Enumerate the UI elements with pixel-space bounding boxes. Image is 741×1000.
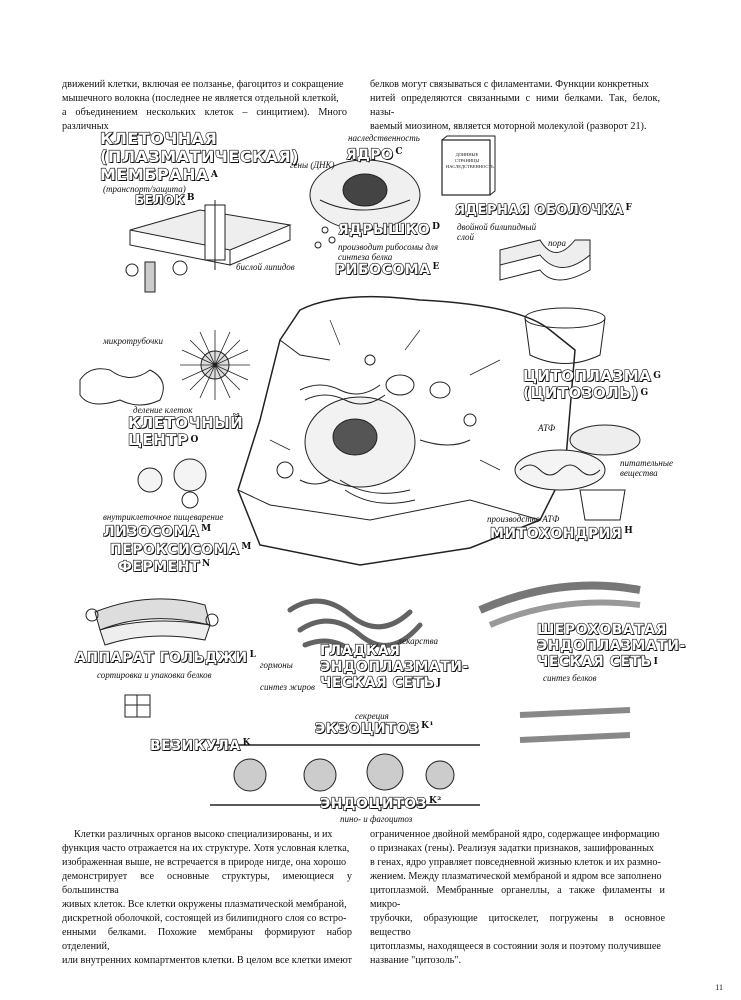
nutrients-note: питательные вещества <box>620 458 673 478</box>
smooth-er-drawing <box>287 598 423 653</box>
book-drawing <box>441 135 496 196</box>
text-line: или внутренних компартментов клетки. В ц… <box>62 955 352 966</box>
cell-division-note: деление клеток <box>133 405 193 415</box>
nuclear-envelope-note: двойной билипидный слой <box>457 222 537 242</box>
text-line: дискретной оболочкой, состоящей из билип… <box>62 913 347 924</box>
membrane-note: (транспорт/защита) <box>103 184 186 194</box>
rough-er-line: ШЕРОХОВАТАЯ <box>536 621 667 638</box>
heredity-note: наследственность <box>348 133 420 143</box>
central-cell-drawing <box>237 295 576 566</box>
lysosome-drawing <box>137 458 207 509</box>
text-line: жением. Между плазматической мембраной и… <box>370 871 662 882</box>
page-number: 11 <box>715 983 723 992</box>
pino-note: пино- и фагоцитоз <box>340 814 413 824</box>
pore-note: пора <box>548 238 566 248</box>
golgi-note: сортировка и упаковка белков <box>97 670 212 680</box>
text-line: движений клетки, включая ее ползанье, фа… <box>62 79 344 90</box>
fat-synthesis-note: синтез жиров <box>260 682 315 692</box>
rough-er-line: ЭНДОПЛАЗМАТИ- <box>536 637 686 654</box>
drugs-note: лекарства <box>398 636 438 646</box>
text-line: изображенная выше, не встречается в прир… <box>62 857 347 868</box>
text-line: цитоплазмой. Мембранные органеллы, а так… <box>370 885 665 910</box>
golgi-drawing <box>85 598 219 718</box>
text-line: а объединением нескольких клеток – синци… <box>62 107 347 132</box>
nuclear-envelope-drawing <box>499 239 591 281</box>
secretion-note: секреция <box>355 711 389 721</box>
text-line: демонстрирует все основные структуры, им… <box>62 871 352 896</box>
text-line: ваемый миозином, является моторной молек… <box>370 121 647 132</box>
mitochondria-drawing <box>514 424 641 521</box>
text-line: трубочки, образующие цитоскелет, погруже… <box>370 913 665 938</box>
text-line: функция часто отражается на их структуре… <box>62 843 350 854</box>
book-text: ДЛИННЫЕ СТРАНИЦЫ НАСЛЕДСТВЕННОСТЬ <box>446 152 494 170</box>
nucleus-drawing <box>309 159 421 249</box>
atp-note: АТФ <box>538 423 556 433</box>
digestion-note: внутриклеточное пищеварение <box>103 512 224 522</box>
membrane-line: КЛЕТОЧНАЯ <box>99 129 218 148</box>
top-text-right: белков могут связываться с филаментами. … <box>370 78 660 134</box>
text-line: енными белками. Похожие мембраны формиру… <box>62 927 352 952</box>
membrane-line: (ПЛАЗМАТИЧЕСКАЯ) <box>99 147 300 166</box>
text-line: цитоплазмы, находящееся в состоянии золя… <box>370 941 661 952</box>
hormones-note: гормоны <box>260 660 293 670</box>
nucleolus-note: производит рибосомы для синтеза белка <box>338 242 439 262</box>
rough-er-drawing <box>478 581 641 743</box>
cytoplasm-line: (ЦИТОЗОЛЬ)G <box>522 384 649 402</box>
book-line: ДЛИННЫЕ <box>455 152 479 157</box>
top-text-left: движений клетки, включая ее ползанье, фа… <box>62 78 347 134</box>
text-line: нитей определяются связанными с ними бел… <box>370 93 660 118</box>
bottom-text-left: Клетки различных органов высоко специали… <box>62 828 352 968</box>
centrosome-drawing <box>79 330 250 406</box>
text-line: название "цитозоль". <box>370 955 462 966</box>
bottom-text-right: ограниченное двойной мембраной ядро, сод… <box>370 828 665 968</box>
text-line: в генах, ядро управляет повседневной жиз… <box>370 857 661 868</box>
text-line: белков могут связываться с филаментами. … <box>370 79 649 90</box>
smooth-er-line: ГЛАДКАЯ <box>319 642 401 659</box>
text-line: ограниченное двойной мембраной ядро, сод… <box>370 829 660 840</box>
text-line: Клетки различных органов высоко специали… <box>74 829 333 840</box>
cytoplasm-drawing <box>524 307 606 364</box>
protein-synthesis-note: синтез белков <box>543 673 597 683</box>
microtubules-note: микротрубочки <box>103 336 164 346</box>
text-line: о признаках (гены). Реализуя задатки при… <box>370 843 655 854</box>
membrane-drawing <box>125 200 292 293</box>
smooth-er-line: ЭНДОПЛАЗМАТИ- <box>319 658 469 675</box>
text-line: живых клеток. Все клетки окружены плазма… <box>62 899 347 910</box>
book-line: СТРАНИЦЫ <box>454 158 480 163</box>
cell-center-line: КЛЕТОЧНЫЙ <box>127 414 244 432</box>
vesicle-drawing <box>210 744 480 806</box>
atp-production-note: производство АТФ <box>487 514 560 524</box>
book-line: НАСЛЕДСТВЕННОСТЬ <box>446 164 494 169</box>
genes-note: гены (ДНК) <box>290 160 335 170</box>
lipid-note: бислой липидов <box>236 262 295 272</box>
text-line: мышечного волокна (последнее не является… <box>62 93 339 104</box>
